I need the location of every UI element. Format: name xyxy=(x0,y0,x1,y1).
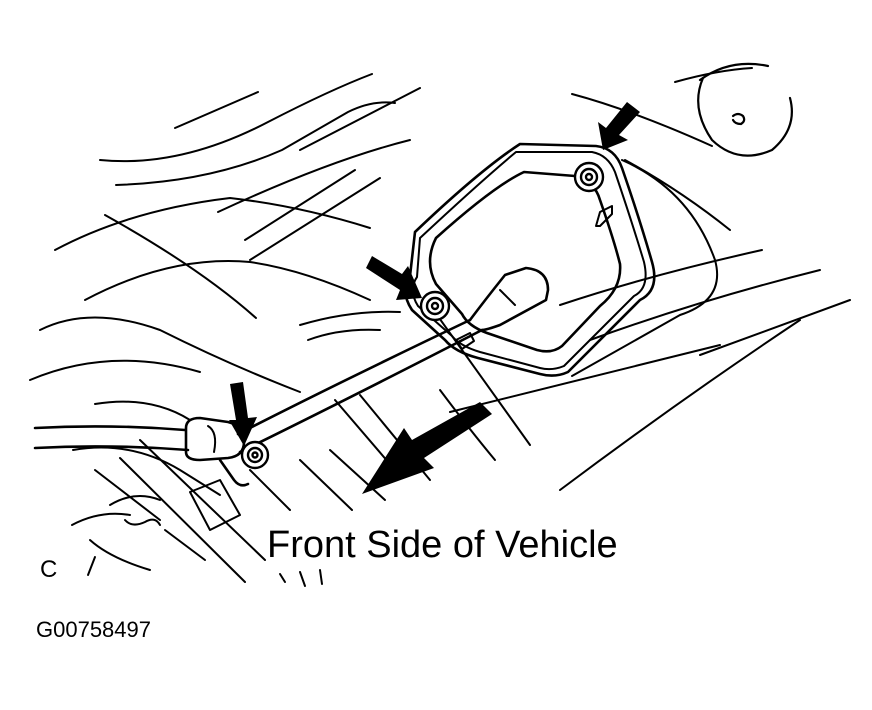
direction-label: Front Side of Vehicle xyxy=(267,524,618,566)
bolt-left xyxy=(419,290,451,322)
direction-arrow-icon xyxy=(362,402,492,494)
vehicle-body-lines xyxy=(29,67,851,587)
brake-cable xyxy=(33,266,550,487)
figure-id: G00758497 xyxy=(36,617,151,642)
arrow-pointer-icon xyxy=(366,256,422,300)
body-hole xyxy=(697,62,793,157)
bolt-upper-right xyxy=(573,161,605,193)
callout-letter: C xyxy=(40,556,57,583)
arrow-pointer-icon xyxy=(229,382,257,446)
bracket-plate xyxy=(404,142,719,377)
arrow-pointer-icon xyxy=(598,102,640,150)
bolt-cable-clamp xyxy=(240,440,270,470)
